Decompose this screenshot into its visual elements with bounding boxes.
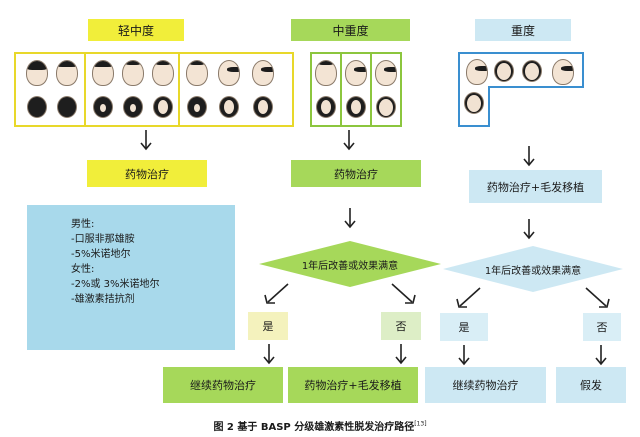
severe-header: 重度 bbox=[475, 19, 571, 41]
info-line: 男性: bbox=[71, 219, 95, 230]
down-arrow-icon bbox=[395, 344, 407, 365]
down-arrow-icon bbox=[140, 130, 152, 151]
moderate-yes-box: 是 bbox=[248, 312, 288, 340]
severe-decision-label: 1年后改善或效果满意 bbox=[484, 265, 582, 277]
down-arrow-icon bbox=[595, 345, 607, 366]
down-arrow-icon bbox=[523, 146, 535, 167]
panel-border-segment bbox=[488, 86, 584, 88]
head-top-icon bbox=[219, 96, 239, 118]
head-top-icon bbox=[93, 96, 113, 118]
moderate-treatment-box: 药物治疗 bbox=[291, 160, 421, 187]
moderate-header: 中重度 bbox=[291, 19, 410, 41]
caption-reference: [13] bbox=[414, 420, 427, 428]
down-arrow-icon bbox=[458, 345, 470, 366]
head-side-icon bbox=[466, 59, 488, 85]
mild-header: 轻中度 bbox=[88, 19, 184, 41]
head-top-icon bbox=[253, 96, 273, 118]
head-side-icon bbox=[26, 60, 48, 86]
info-line: -2%或 3%米诺地尔 bbox=[71, 279, 160, 290]
head-top-icon bbox=[464, 92, 484, 114]
head-side-icon bbox=[56, 60, 78, 86]
diagonal-arrow-icon bbox=[585, 287, 610, 308]
caption-text: 图 2 基于 BASP 分级雄激素性脱发治疗路径 bbox=[213, 422, 415, 433]
head-side-icon bbox=[122, 60, 144, 86]
down-arrow-icon bbox=[344, 208, 356, 229]
diagonal-arrow-icon bbox=[456, 287, 481, 308]
mild-treatment-box: 药物治疗 bbox=[87, 160, 207, 187]
panel-divider bbox=[84, 54, 86, 125]
head-top-icon bbox=[187, 96, 207, 118]
head-side-icon bbox=[552, 59, 574, 85]
info-line: -雄激素拮抗剂 bbox=[71, 294, 135, 305]
severe-treatment-box: 药物治疗+毛发移植 bbox=[469, 170, 602, 203]
severe-hair-loss-panel-tail bbox=[458, 86, 490, 127]
wig-outcome: 假发 bbox=[556, 367, 626, 403]
severe-yes-box: 是 bbox=[440, 313, 488, 341]
head-side-icon bbox=[92, 60, 114, 86]
panel-divider bbox=[340, 54, 342, 125]
severe-no-box: 否 bbox=[583, 313, 621, 341]
diagonal-arrow-icon bbox=[391, 283, 416, 304]
diagonal-arrow-icon bbox=[264, 283, 289, 304]
moderate-hair-loss-panel bbox=[310, 52, 402, 127]
continue-drug-outcome: 继续药物治疗 bbox=[163, 367, 283, 403]
head-side-icon bbox=[315, 60, 337, 86]
down-arrow-icon bbox=[343, 130, 355, 151]
head-top-icon bbox=[153, 96, 173, 118]
head-top-icon bbox=[316, 96, 336, 118]
down-arrow-icon bbox=[523, 219, 535, 240]
head-side-icon bbox=[152, 60, 174, 86]
moderate-decision-label: 1年后改善或效果满意 bbox=[301, 260, 399, 272]
head-side-icon bbox=[218, 60, 240, 86]
moderate-decision-diamond bbox=[259, 241, 441, 287]
head-top-icon bbox=[346, 96, 366, 118]
figure-caption: 图 2 基于 BASP 分级雄激素性脱发治疗路径[13] bbox=[0, 418, 640, 433]
head-side-icon bbox=[252, 60, 274, 86]
severe-decision-diamond bbox=[443, 246, 623, 292]
head-side-icon bbox=[375, 60, 397, 86]
severe-hair-loss-panel bbox=[458, 52, 584, 88]
drug-transplant-outcome: 药物治疗+毛发移植 bbox=[288, 367, 418, 403]
down-arrow-icon bbox=[263, 344, 275, 365]
head-side-icon bbox=[186, 60, 208, 86]
continue-drug-severe-outcome: 继续药物治疗 bbox=[425, 367, 546, 403]
info-line: 女性: bbox=[71, 264, 95, 275]
medication-info-box: 男性: -口服非那雄胺 -5%米诺地尔 女性: -2%或 3%米诺地尔 -雄激素… bbox=[27, 205, 235, 350]
info-line: -5%米诺地尔 bbox=[71, 249, 131, 260]
head-top-icon bbox=[27, 96, 47, 118]
head-top-icon bbox=[376, 96, 396, 118]
head-top-icon bbox=[123, 96, 143, 118]
head-top-icon bbox=[57, 96, 77, 118]
head-top-icon bbox=[522, 60, 542, 82]
mild-hair-loss-panel bbox=[14, 52, 294, 127]
moderate-no-box: 否 bbox=[381, 312, 421, 340]
panel-divider bbox=[178, 54, 180, 125]
panel-divider bbox=[370, 54, 372, 125]
head-top-icon bbox=[494, 60, 514, 82]
head-side-icon bbox=[345, 60, 367, 86]
info-line: -口服非那雄胺 bbox=[71, 234, 135, 245]
